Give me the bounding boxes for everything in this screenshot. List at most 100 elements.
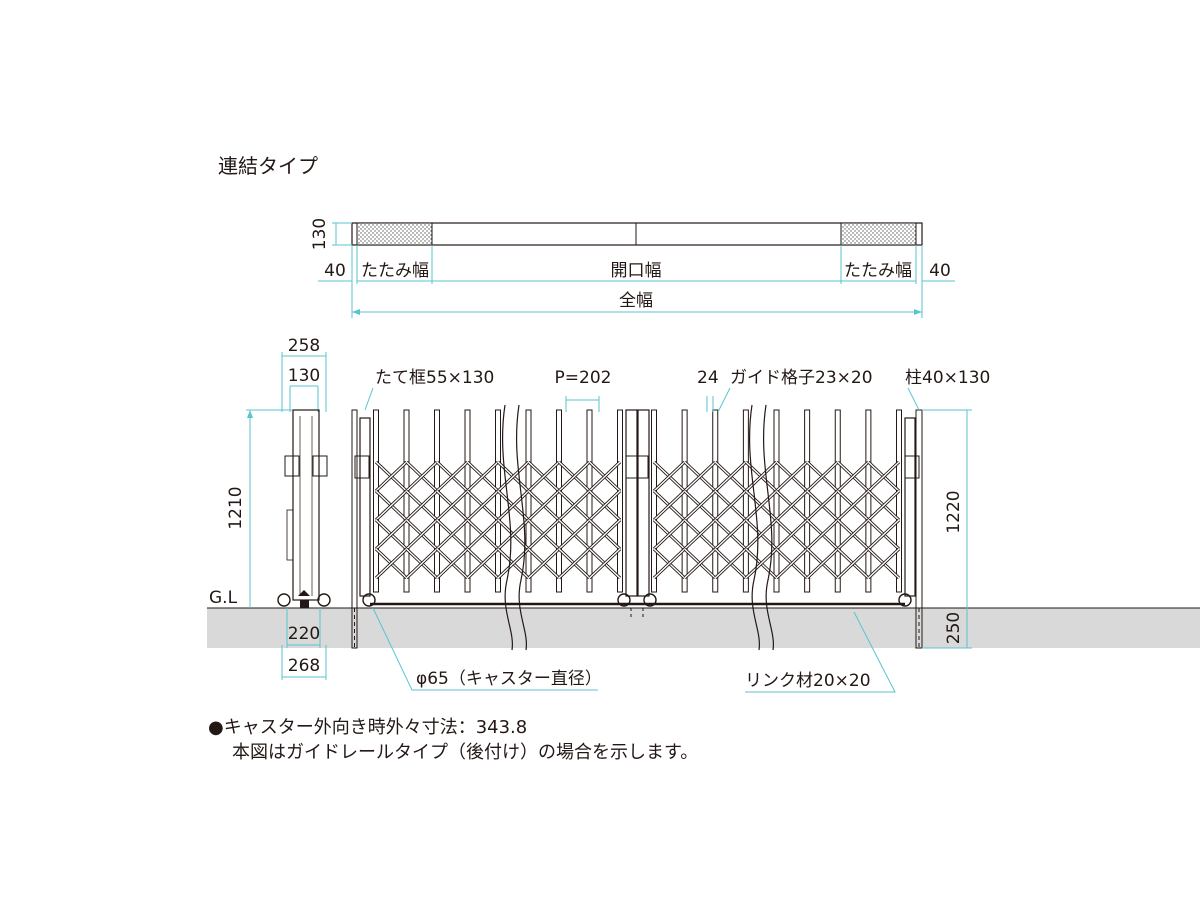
right-link-bar-inner (714, 548, 747, 579)
right-link-bar-inner (745, 490, 777, 521)
leader-caster (372, 607, 598, 691)
left-link-bar-inner (528, 490, 560, 521)
dim-250: 250 (944, 612, 964, 644)
fold-area-right (840, 222, 917, 246)
right-link-bar-inner (776, 548, 808, 579)
left-link-bar-inner (528, 519, 560, 550)
label-24: 24 (697, 368, 719, 388)
left-link-bar-inner (497, 548, 529, 579)
frame-right (904, 417, 916, 597)
right-link-bar-inner (867, 548, 900, 579)
left-link-bar-inner (497, 461, 529, 492)
side-view: 258 130 1210 G.L 220 268 (209, 336, 331, 680)
right-link-bar-inner (776, 519, 808, 550)
label-fold-width-left: たたみ幅 (361, 261, 429, 281)
right-link-bar-inner (806, 548, 839, 579)
right-picket (742, 409, 749, 593)
left-link-bar-inner (558, 519, 590, 550)
right-picket (865, 409, 872, 593)
right-picket (712, 409, 719, 593)
caster-3 (643, 593, 657, 607)
left-link-bar-inner (558, 548, 590, 579)
left-picket (495, 409, 501, 593)
right-picket (651, 409, 657, 593)
right-link-bar-inner (684, 490, 716, 521)
right-link-bar-inner (684, 519, 716, 550)
label-fold-width-right: たたみ幅 (844, 261, 912, 281)
left-link-bar-inner (589, 490, 621, 521)
frame-center-right (637, 409, 650, 597)
right-link-bar-inner (745, 461, 777, 492)
break-line-2b (763, 404, 774, 651)
right-picket (896, 409, 902, 593)
left-link-bar-inner (467, 548, 499, 579)
right-link-bar-inner (867, 490, 900, 521)
right-picket (804, 409, 811, 593)
left-picket (464, 409, 471, 593)
right-link-bar-inner (653, 548, 686, 579)
right-link-bar-inner (714, 461, 747, 492)
left-link-bar-inner (406, 548, 438, 579)
right-link-bar-inner (867, 519, 900, 550)
right-link-bar-inner (714, 490, 747, 521)
left-link-bar-inner (375, 548, 407, 579)
side-post (292, 409, 320, 601)
dim-1220: 1220 (944, 490, 964, 533)
right-link-bar-inner (776, 490, 808, 521)
left-link-bar-inner (436, 519, 468, 550)
left-link-bar-inner (467, 490, 499, 521)
break-line-2a (749, 404, 760, 651)
caster-1 (362, 593, 376, 607)
right-link-bar-inner (653, 461, 686, 492)
left-link-bar-inner (406, 461, 438, 492)
label-total-width: 全幅 (619, 291, 653, 311)
left-link-bar-inner (497, 490, 529, 521)
left-link-bar-inner (436, 490, 468, 521)
left-picket (434, 409, 440, 593)
label-pitch: P=202 (555, 368, 612, 388)
left-link-bar-inner (467, 461, 499, 492)
note-guide-rail-type: 本図はガイドレールタイプ（後付け）の場合を示します。 (232, 742, 699, 763)
right-picket (773, 409, 780, 593)
dim-130-plan: 130 (310, 218, 330, 250)
left-picket (556, 409, 562, 593)
left-link-bar-inner (558, 461, 590, 492)
right-link-bar-inner (806, 519, 839, 550)
link-lattice-left (374, 460, 622, 580)
dim-258: 258 (288, 336, 320, 356)
page-title: 連結タイプ (218, 154, 318, 178)
left-link-bar-inner (528, 461, 560, 492)
plan-outline (351, 222, 923, 246)
guide-pickets-left (373, 409, 623, 593)
front-view: 1220 250 たて框55×130 P=202 24 ガイド格子23×20 柱… (351, 368, 990, 693)
left-link-bar-inner (436, 548, 468, 579)
left-picket (525, 409, 532, 593)
right-picket (681, 409, 688, 593)
left-link-bar-inner (406, 490, 438, 521)
label-post: 柱40×130 (905, 368, 990, 388)
left-link-bar-inner (589, 548, 621, 579)
left-picket (373, 409, 379, 593)
left-link-bar-inner (375, 461, 407, 492)
left-picket (403, 409, 410, 593)
right-picket (834, 409, 841, 593)
left-link-bar-inner (375, 519, 407, 550)
frame-center-left (625, 409, 638, 597)
right-link-bar-inner (806, 461, 839, 492)
guide-pickets-right (651, 409, 902, 593)
left-link-bar-inner (467, 519, 499, 550)
dim-40-left: 40 (324, 261, 346, 281)
caster-4 (898, 593, 912, 607)
left-link-bar-inner (497, 519, 529, 550)
post-left (351, 409, 358, 649)
left-picket (617, 409, 623, 593)
right-link-bar-inner (653, 490, 686, 521)
link-lattice-right (652, 460, 901, 580)
note-caster-width: ●キャスター外向き時外々寸法：343.8 (208, 717, 528, 738)
left-link-bar-inner (436, 461, 468, 492)
right-link-bar-inner (684, 548, 716, 579)
left-picket (586, 409, 593, 593)
leader-link (745, 611, 896, 693)
right-link-bar-inner (837, 548, 869, 579)
